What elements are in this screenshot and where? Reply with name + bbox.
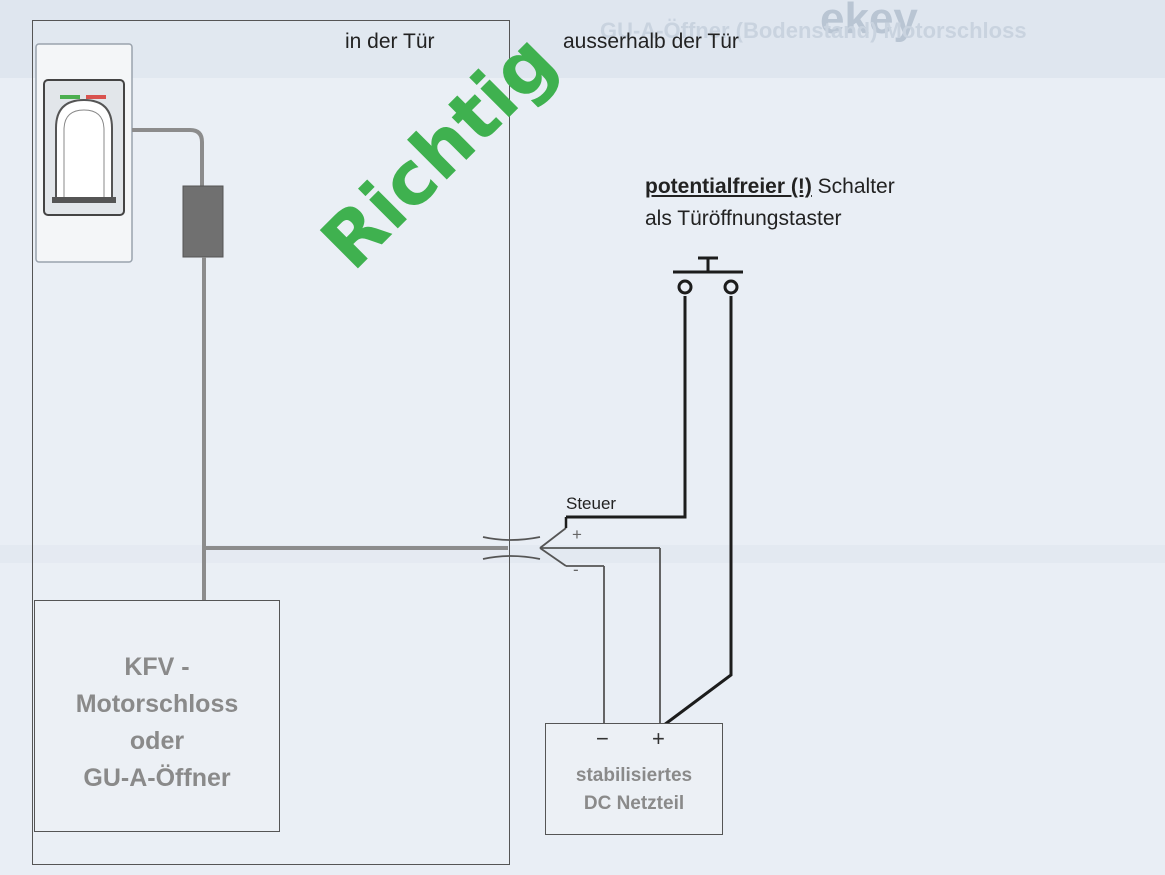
motor-lock-label: KFV - Motorschloss oder GU-A-Öffner (35, 649, 279, 797)
background-watermark-title: ekey (820, 0, 918, 43)
psu-line-2: DC Netzteil (583, 793, 685, 814)
cable-break-marker (482, 536, 541, 560)
switch-title-rest: Schalter (811, 175, 895, 198)
motor-lock-line-1: KFV - (124, 653, 190, 681)
control-wire-label: Steuer (566, 494, 617, 513)
motor-lock-line-4: GU-A-Öffner (83, 764, 231, 792)
outside-door-label: ausserhalb der Tür (563, 30, 739, 53)
power-supply-box: − + stabilisiertes DC Netzteil (545, 723, 723, 835)
psu-plus-terminal: + (652, 726, 665, 751)
psu-label: stabilisiertes DC Netzteil (546, 762, 722, 818)
motor-lock-line-2: Motorschloss (75, 690, 239, 718)
switch-title-emphasis: potentialfreier (!) (645, 175, 812, 198)
switch-plus-wire (663, 296, 733, 727)
inside-door-label: in der Tür (345, 30, 435, 53)
background-band-top (0, 0, 1165, 78)
switch-subtitle: als Türöffnungstaster (645, 207, 842, 230)
push-button-switch-icon (673, 256, 743, 295)
cable-connector-icon (182, 185, 224, 258)
reader-cable (132, 128, 204, 186)
motor-lock-line-3: oder (129, 727, 185, 755)
fingerprint-reader-icon (35, 43, 133, 263)
minus-wire-label: - (573, 560, 579, 579)
plus-wire-label: + (572, 525, 582, 544)
psu-minus-terminal: − (596, 726, 609, 751)
motor-lock-box: KFV - Motorschloss oder GU-A-Öffner (34, 600, 280, 832)
psu-line-1: stabilisiertes (575, 765, 693, 786)
control-wire (566, 296, 687, 519)
switch-title: potentialfreier (!) Schalter (645, 175, 895, 199)
background-watermark-heading: GU-A-Öffner (Bodenstand) Motorschloss (600, 18, 1027, 43)
